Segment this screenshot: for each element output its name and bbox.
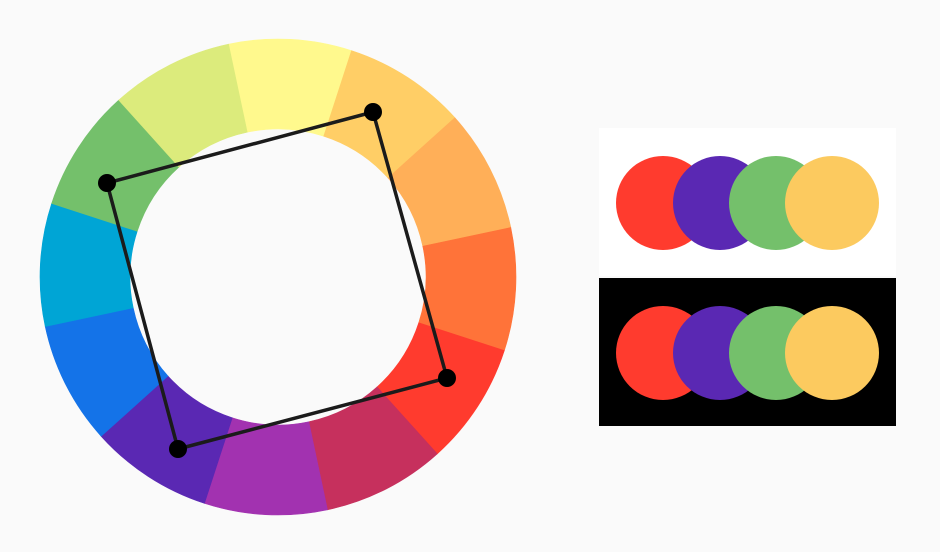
selector-handle[interactable] [98,174,116,192]
square-harmony-selector[interactable] [98,103,456,458]
wheel-segment [118,43,248,168]
selector-handle[interactable] [438,369,456,387]
palette-preview-light [599,128,896,276]
selector-handle[interactable] [169,440,187,458]
palette-preview-dark [599,278,896,426]
palette-swatch [785,156,879,250]
palette-swatch [785,306,879,400]
color-wheel [39,38,517,516]
wheel-segments [39,38,517,516]
selector-handle[interactable] [364,103,382,121]
palette-dark-svg [599,278,896,426]
palette-light-svg [599,128,896,276]
